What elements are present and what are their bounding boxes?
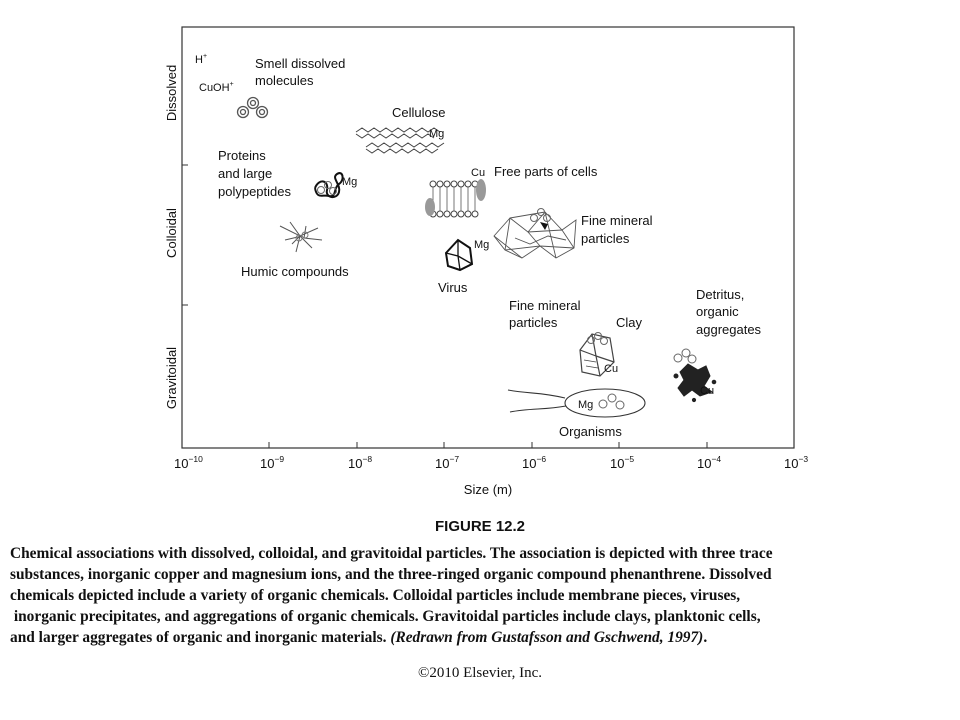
humic-label: Humic compounds xyxy=(241,264,349,279)
proteins-label-line1: Proteins xyxy=(218,148,266,163)
figure-caption: Chemical associations with dissolved, co… xyxy=(10,543,955,648)
detritus-label-line1: Detritus, xyxy=(696,287,744,302)
detritus-cu-label: Cu xyxy=(700,385,714,397)
figure-number: FIGURE 12.2 xyxy=(434,518,526,535)
mineral-dark-marker xyxy=(540,222,548,230)
smell-label-line2: molecules xyxy=(255,73,314,88)
detritus-aggregate-icon xyxy=(673,363,717,403)
smell-label-line1: Smell dissolved xyxy=(255,56,345,71)
free-parts-label: Free parts of cells xyxy=(494,164,598,179)
y-axis-ticks xyxy=(182,164,188,306)
cellulose-chain-icon xyxy=(355,127,445,154)
fine-mineral-grav-label-line2: particles xyxy=(509,315,558,330)
caption-line: and larger aggregates of organic and ino… xyxy=(10,629,391,646)
mineral-lattice-icon xyxy=(493,211,577,259)
virus-label: Virus xyxy=(438,280,468,295)
clay-phenanthrene-icon xyxy=(587,332,608,345)
particle-size-diagram: Dissolved Colloidal Gravitoidal 10−10 10… xyxy=(164,26,808,497)
fine-mineral-colloid-label-line1: Fine mineral xyxy=(581,213,653,228)
organisms-label: Organisms xyxy=(559,424,622,439)
caption-line-last: and larger aggregates of organic and ino… xyxy=(10,627,955,648)
detritus-label-line2: organic xyxy=(696,304,739,319)
detritus-label-line3: aggregates xyxy=(696,322,762,337)
x-tick-label: 10−7 xyxy=(435,454,459,471)
caption-line: Chemical associations with dissolved, co… xyxy=(10,545,773,562)
x-axis-label: Size (m) xyxy=(464,482,512,497)
x-tick-label: 10−3 xyxy=(784,454,808,471)
organisms-mg-label: Mg xyxy=(578,399,593,411)
caption-line: substances, inorganic copper and magnesi… xyxy=(10,566,772,583)
y-category-colloidal: Colloidal xyxy=(164,208,179,258)
virus-icon xyxy=(444,238,474,272)
x-tick-label: 10−9 xyxy=(260,454,284,471)
mineral-phenanthrene-icon xyxy=(530,208,551,222)
y-category-dissolved: Dissolved xyxy=(164,65,179,121)
humic-phenanthrene-icon xyxy=(295,231,309,242)
x-tick-label: 10−4 xyxy=(697,454,721,471)
membrane-fragment-icon xyxy=(425,179,486,218)
y-category-gravitoidal: Gravitoidal xyxy=(164,347,179,409)
clay-label: Clay xyxy=(616,315,643,330)
cuoh-plus-label: CuOH+ xyxy=(199,81,234,94)
proteins-label-line3: polypeptides xyxy=(218,184,291,199)
x-tick-label: 10−6 xyxy=(522,454,546,471)
plot-frame xyxy=(181,26,795,449)
fine-mineral-colloid-label-line2: particles xyxy=(581,231,630,246)
cellulose-label: Cellulose xyxy=(392,105,445,120)
proteins-mg-label: Mg xyxy=(342,176,357,188)
x-tick-label: 10−10 xyxy=(174,454,203,471)
caption-line: chemicals depicted include a variety of … xyxy=(10,587,741,604)
organism-cell-icon xyxy=(507,388,646,418)
proteins-label-line2: and large xyxy=(218,166,272,181)
x-axis-ticks xyxy=(181,442,795,448)
detritus-phenanthrene-icon xyxy=(673,348,697,364)
cellulose-mg-label: Mg xyxy=(429,128,444,140)
caption-line: inorganic precipitates, and aggregations… xyxy=(10,608,761,625)
virus-mg-label: Mg xyxy=(474,239,489,251)
x-tick-label: 10−5 xyxy=(610,454,634,471)
phenanthrene-icon xyxy=(236,96,269,119)
protein-phenanthrene-icon xyxy=(317,181,337,195)
h-plus-label: H+ xyxy=(195,53,207,66)
cells-cu-label: Cu xyxy=(471,167,485,179)
x-tick-labels: 10−10 10−9 10−8 10−7 10−6 10−5 10−4 10−3 xyxy=(174,454,808,471)
fine-mineral-grav-label-line1: Fine mineral xyxy=(509,298,581,313)
protein-coil-icon xyxy=(314,172,344,198)
copyright-notice: ©2010 Elsevier, Inc. xyxy=(417,665,543,681)
humic-branch-icon xyxy=(279,221,323,253)
x-tick-label: 10−8 xyxy=(348,454,372,471)
caption-end: . xyxy=(703,629,708,646)
caption-reference: (Redrawn from Gustafsson and Gschwend, 1… xyxy=(390,629,704,646)
organism-phenanthrene-icon xyxy=(598,393,625,410)
clay-cu-label: Cu xyxy=(604,363,618,375)
